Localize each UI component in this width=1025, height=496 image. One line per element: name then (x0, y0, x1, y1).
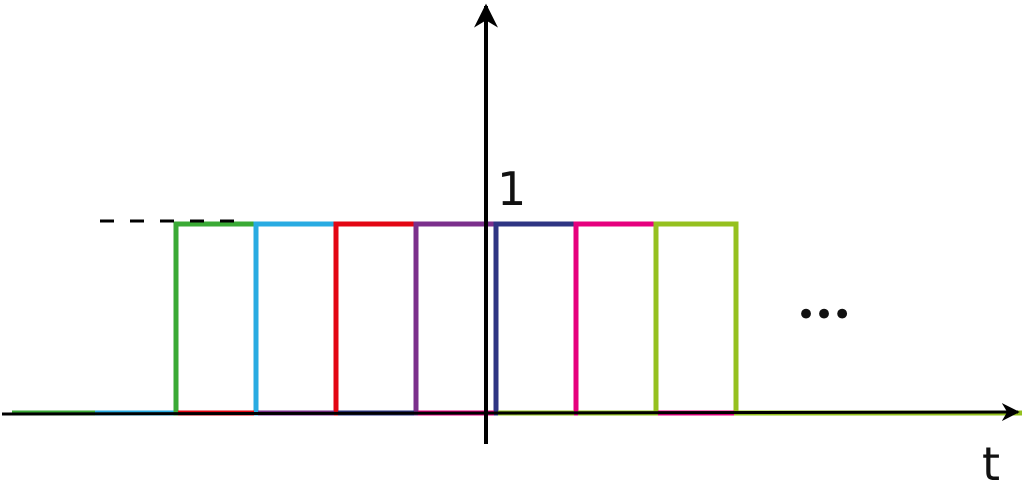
y-tick-label-one: 1 (497, 162, 526, 216)
x-axis (1, 403, 1020, 422)
pulse-6 (573, 221, 659, 416)
continuation-ellipsis: ••• (796, 295, 850, 335)
pulse-7 (653, 221, 739, 416)
pulse-5 (493, 221, 579, 416)
x-axis-label: t (982, 437, 1000, 491)
pulse-3 (333, 221, 419, 416)
pulse-1 (173, 221, 259, 416)
pulse-group (173, 221, 739, 416)
pulse-2 (253, 221, 339, 416)
